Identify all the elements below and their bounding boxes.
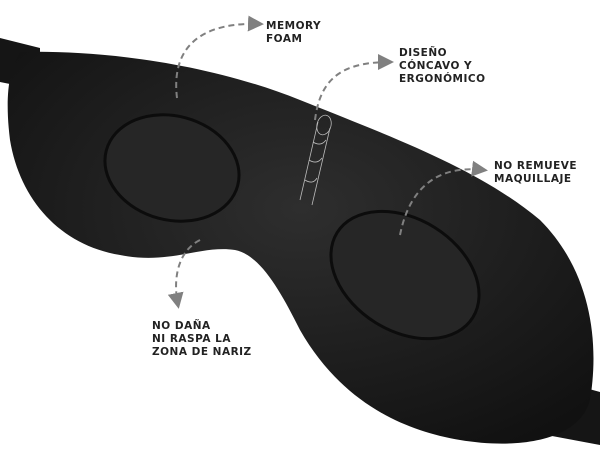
label-line: MEMORY: [266, 20, 322, 32]
right-eye-cup: [329, 209, 481, 341]
arrow-nose: [167, 239, 201, 309]
label-line: NO DAÑA: [152, 320, 211, 332]
label-concave-design: DISEÑO CÓNCAVO Y ERGONÓMICO: [399, 47, 486, 86]
mask-body: [7, 51, 594, 444]
arrow-memory-foam: [175, 15, 264, 99]
label-no-makeup-removal: NO REMUEVE MAQUILLAJE: [494, 160, 577, 186]
concave-diagram: [299, 114, 332, 206]
label-line: ZONA DE NARIZ: [152, 346, 252, 358]
label-line: DISEÑO: [399, 47, 448, 59]
label-line: ERGONÓMICO: [399, 73, 486, 85]
label-line: NO REMUEVE: [494, 160, 578, 172]
label-memory-foam: MEMORY FOAM: [266, 20, 321, 46]
left-eye-cup: [103, 113, 241, 223]
arrow-makeup: [399, 160, 488, 236]
label-line: MAQUILLAJE: [494, 173, 572, 185]
label-line: CÓNCAVO Y: [399, 60, 473, 72]
label-nose-safe: NO DAÑA NI RASPA LA ZONA DE NARIZ: [152, 320, 252, 359]
label-line: NI RASPA LA: [152, 333, 231, 345]
arrow-concave: [314, 54, 394, 121]
label-line: FOAM: [266, 33, 303, 45]
